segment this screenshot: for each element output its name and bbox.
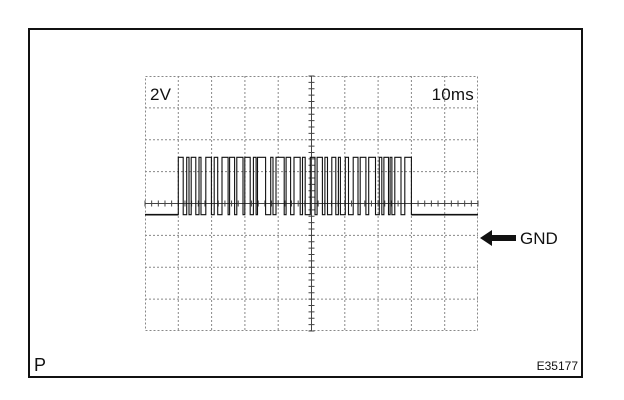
oscilloscope-screen	[144, 75, 479, 332]
figure-frame	[28, 28, 583, 378]
page-letter: P	[34, 355, 47, 375]
ground-label: GND	[520, 228, 558, 248]
volts-per-division-label: 2V	[150, 85, 172, 104]
time-per-division-label: 10ms	[431, 85, 474, 104]
signal-trace	[145, 156, 478, 216]
ground-marker: GND	[478, 228, 558, 248]
left-arrow-icon	[480, 230, 516, 246]
figure-code: E35177	[536, 359, 578, 373]
scope-grid	[144, 75, 479, 332]
pulse-train-waveform	[145, 156, 478, 216]
